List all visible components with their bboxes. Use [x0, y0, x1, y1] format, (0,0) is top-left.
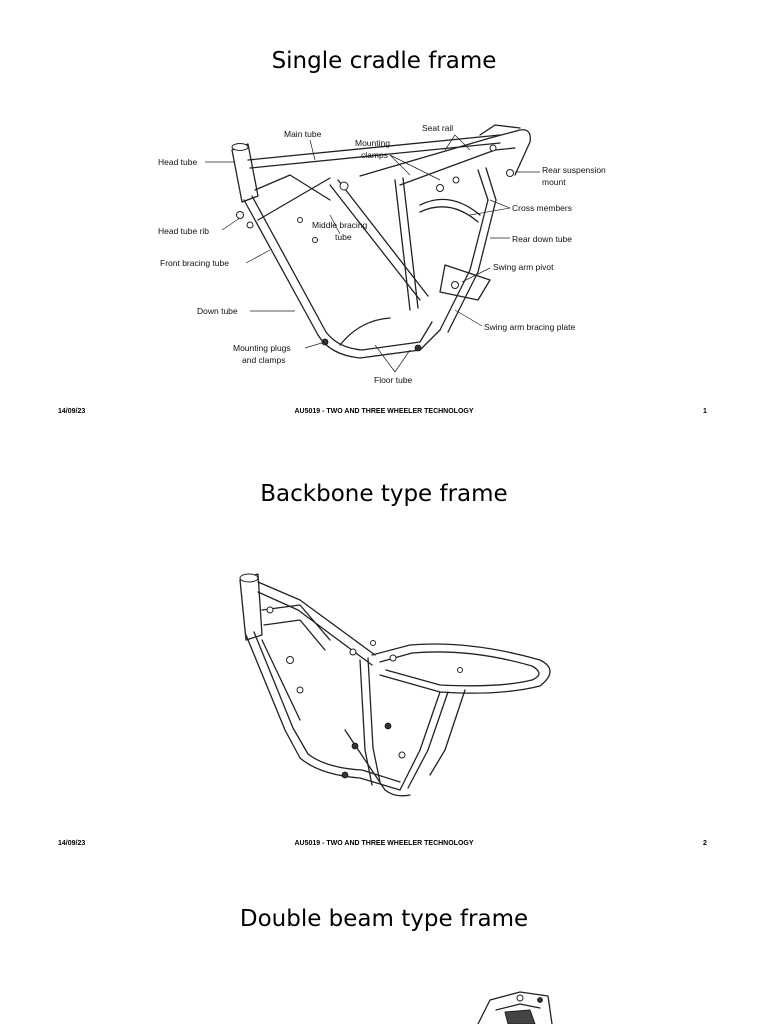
footer-date: 14/09/23 — [58, 408, 86, 415]
label-mounting-clamps-1: Mounting — [355, 138, 390, 148]
label-leaders — [205, 134, 540, 373]
footer-course: AU5019 - TWO AND THREE WHEELER TECHNOLOG… — [294, 408, 474, 415]
label-mounting-clamps-2: clamps — [361, 150, 388, 160]
slide-footer: 14/09/23 AU5019 - TWO AND THREE WHEELER … — [0, 840, 768, 854]
slide-2: Backbone type frame — [0, 430, 768, 860]
slide-title: Single cradle frame — [271, 48, 497, 74]
footer-page-number: 2 — [703, 840, 707, 847]
label-mounting-plugs-1: Mounting plugs — [233, 343, 291, 353]
label-swing-arm-pivot: Swing arm pivot — [493, 262, 554, 272]
label-front-bracing-tube: Front bracing tube — [160, 258, 229, 268]
label-middle-bracing-2: tube — [335, 232, 352, 242]
label-down-tube: Down tube — [197, 306, 238, 316]
label-rear-down-tube: Rear down tube — [512, 234, 572, 244]
label-head-tube: Head tube — [158, 157, 197, 167]
footer-page-number: 1 — [703, 408, 707, 415]
label-swing-arm-bracing-plate: Swing arm bracing plate — [484, 322, 575, 332]
slide-title: Backbone type frame — [260, 481, 508, 507]
label-cross-members: Cross members — [512, 203, 572, 213]
label-rear-suspension-1: Rear suspension — [542, 165, 606, 175]
label-rear-suspension-2: mount — [542, 177, 566, 187]
slide-1: Single cradle frame — [0, 0, 768, 430]
slide-3: Double beam type frame — [0, 860, 768, 1024]
footer-date: 14/09/23 — [58, 840, 86, 847]
label-mounting-plugs-2: and clamps — [242, 355, 285, 365]
label-head-tube-rib: Head tube rib — [158, 226, 209, 236]
frame-drawing — [477, 991, 553, 1024]
slide-title: Double beam type frame — [239, 906, 529, 932]
double-beam-frame-diagram — [477, 991, 553, 1024]
slide-footer: 14/09/23 AU5019 - TWO AND THREE WHEELER … — [0, 408, 768, 422]
backbone-frame-diagram — [239, 573, 551, 797]
label-floor-tube: Floor tube — [374, 375, 413, 385]
label-middle-bracing-1: Middle bracing — [312, 220, 368, 230]
frame-drawing — [239, 573, 551, 797]
single-cradle-frame-diagram: Main tube Seat rail Mounting clamps Head… — [158, 123, 606, 385]
footer-course: AU5019 - TWO AND THREE WHEELER TECHNOLOG… — [294, 840, 474, 847]
label-seat-rail: Seat rail — [422, 123, 453, 133]
label-main-tube: Main tube — [284, 129, 322, 139]
frame-drawing — [231, 124, 531, 359]
